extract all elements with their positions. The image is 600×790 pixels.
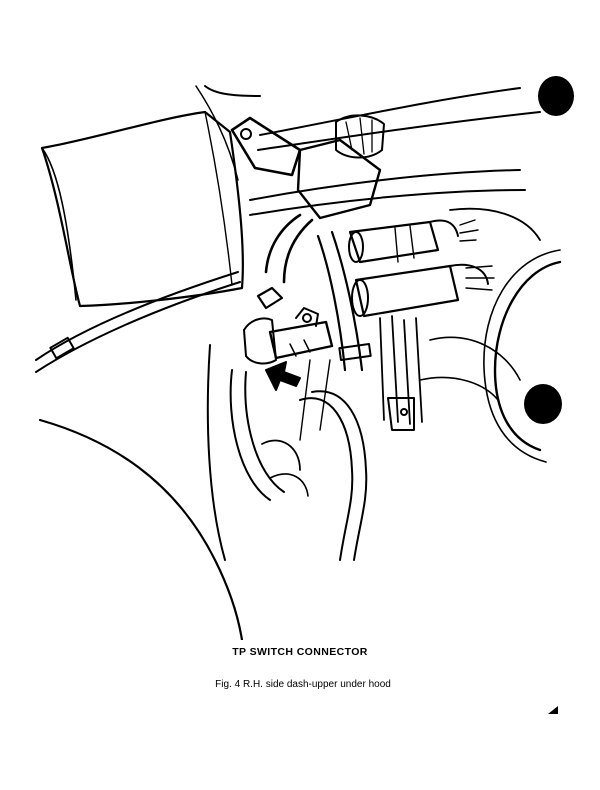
dash-panel-outline	[40, 85, 261, 308]
figure-title: TP SWITCH CONNECTOR	[232, 646, 368, 658]
cowl-lines	[249, 87, 541, 216]
tp-switch-connector	[243, 286, 334, 365]
pointer-arrow	[265, 361, 301, 391]
corner-mark	[548, 706, 558, 714]
fender-arc	[38, 344, 244, 640]
lower-tubing	[229, 359, 368, 561]
strut-tower	[419, 207, 562, 463]
engine-bay-illustration	[35, 85, 562, 640]
margin-bullet-top	[538, 76, 574, 116]
left-hose	[35, 271, 241, 373]
margin-bullet-middle	[524, 384, 562, 424]
throttle-position-switch	[230, 114, 385, 284]
figure-caption: Fig. 4 R.H. side dash-upper under hood	[215, 679, 391, 690]
connector-bodies	[348, 219, 495, 318]
vacuum-tubes	[316, 230, 423, 431]
